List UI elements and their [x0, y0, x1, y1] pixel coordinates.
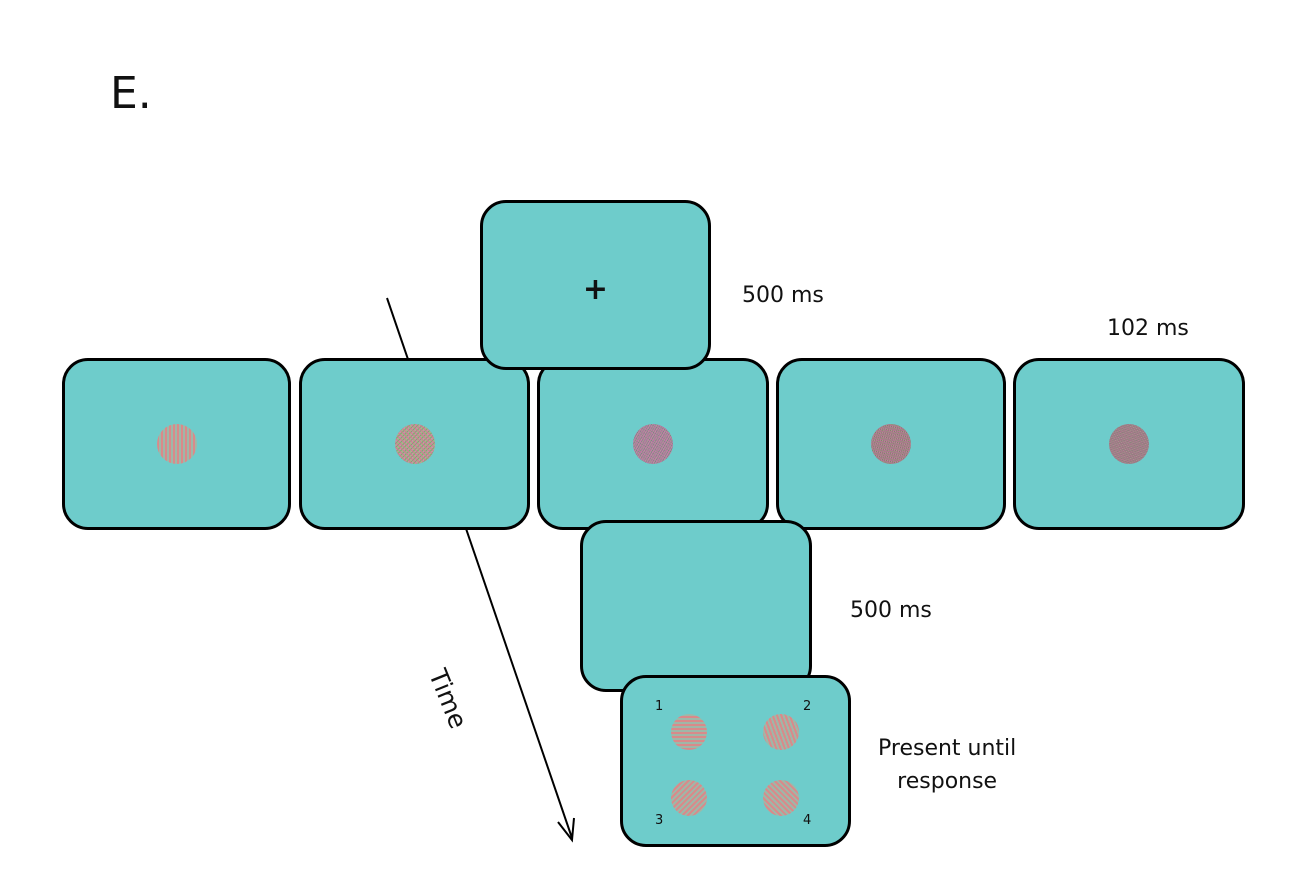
fixation-duration-label: 500 ms: [742, 283, 824, 308]
response-duration-line-1: Present until: [878, 736, 1017, 761]
response-grating-4[interactable]: [763, 780, 799, 816]
noise-mask-stimulus: [394, 424, 435, 464]
panel-label: E.: [110, 68, 152, 119]
response-grating-2[interactable]: [763, 714, 799, 750]
option-number-2: 2: [803, 699, 812, 714]
option-number-3: 3: [655, 813, 664, 828]
response-screen: 1 2 3 4: [620, 675, 851, 847]
noise-mask-stimulus: [633, 424, 673, 464]
mask-screen-4: [1013, 358, 1245, 530]
mask-screen-3: [776, 358, 1006, 530]
stimulus-screen-1: [62, 358, 291, 530]
fixation-cross: +: [582, 272, 609, 307]
response-duration-label: Present until response: [878, 732, 1016, 798]
grating-stimulus: [156, 424, 197, 464]
mask-duration-label: 102 ms: [1107, 316, 1189, 341]
mask-screen-2: [537, 358, 769, 530]
noise-mask-stimulus: [871, 424, 911, 464]
noise-mask-stimulus: [1109, 424, 1149, 464]
option-number-4: 4: [803, 813, 812, 828]
blank-duration-label: 500 ms: [850, 598, 932, 623]
response-duration-line-2: response: [897, 769, 998, 794]
option-number-1: 1: [655, 699, 664, 714]
mask-screen-1: [299, 358, 530, 530]
fixation-screen: +: [480, 200, 711, 370]
response-grating-3[interactable]: [671, 780, 707, 816]
response-grating-1[interactable]: [671, 714, 707, 750]
blank-screen: [580, 520, 812, 692]
